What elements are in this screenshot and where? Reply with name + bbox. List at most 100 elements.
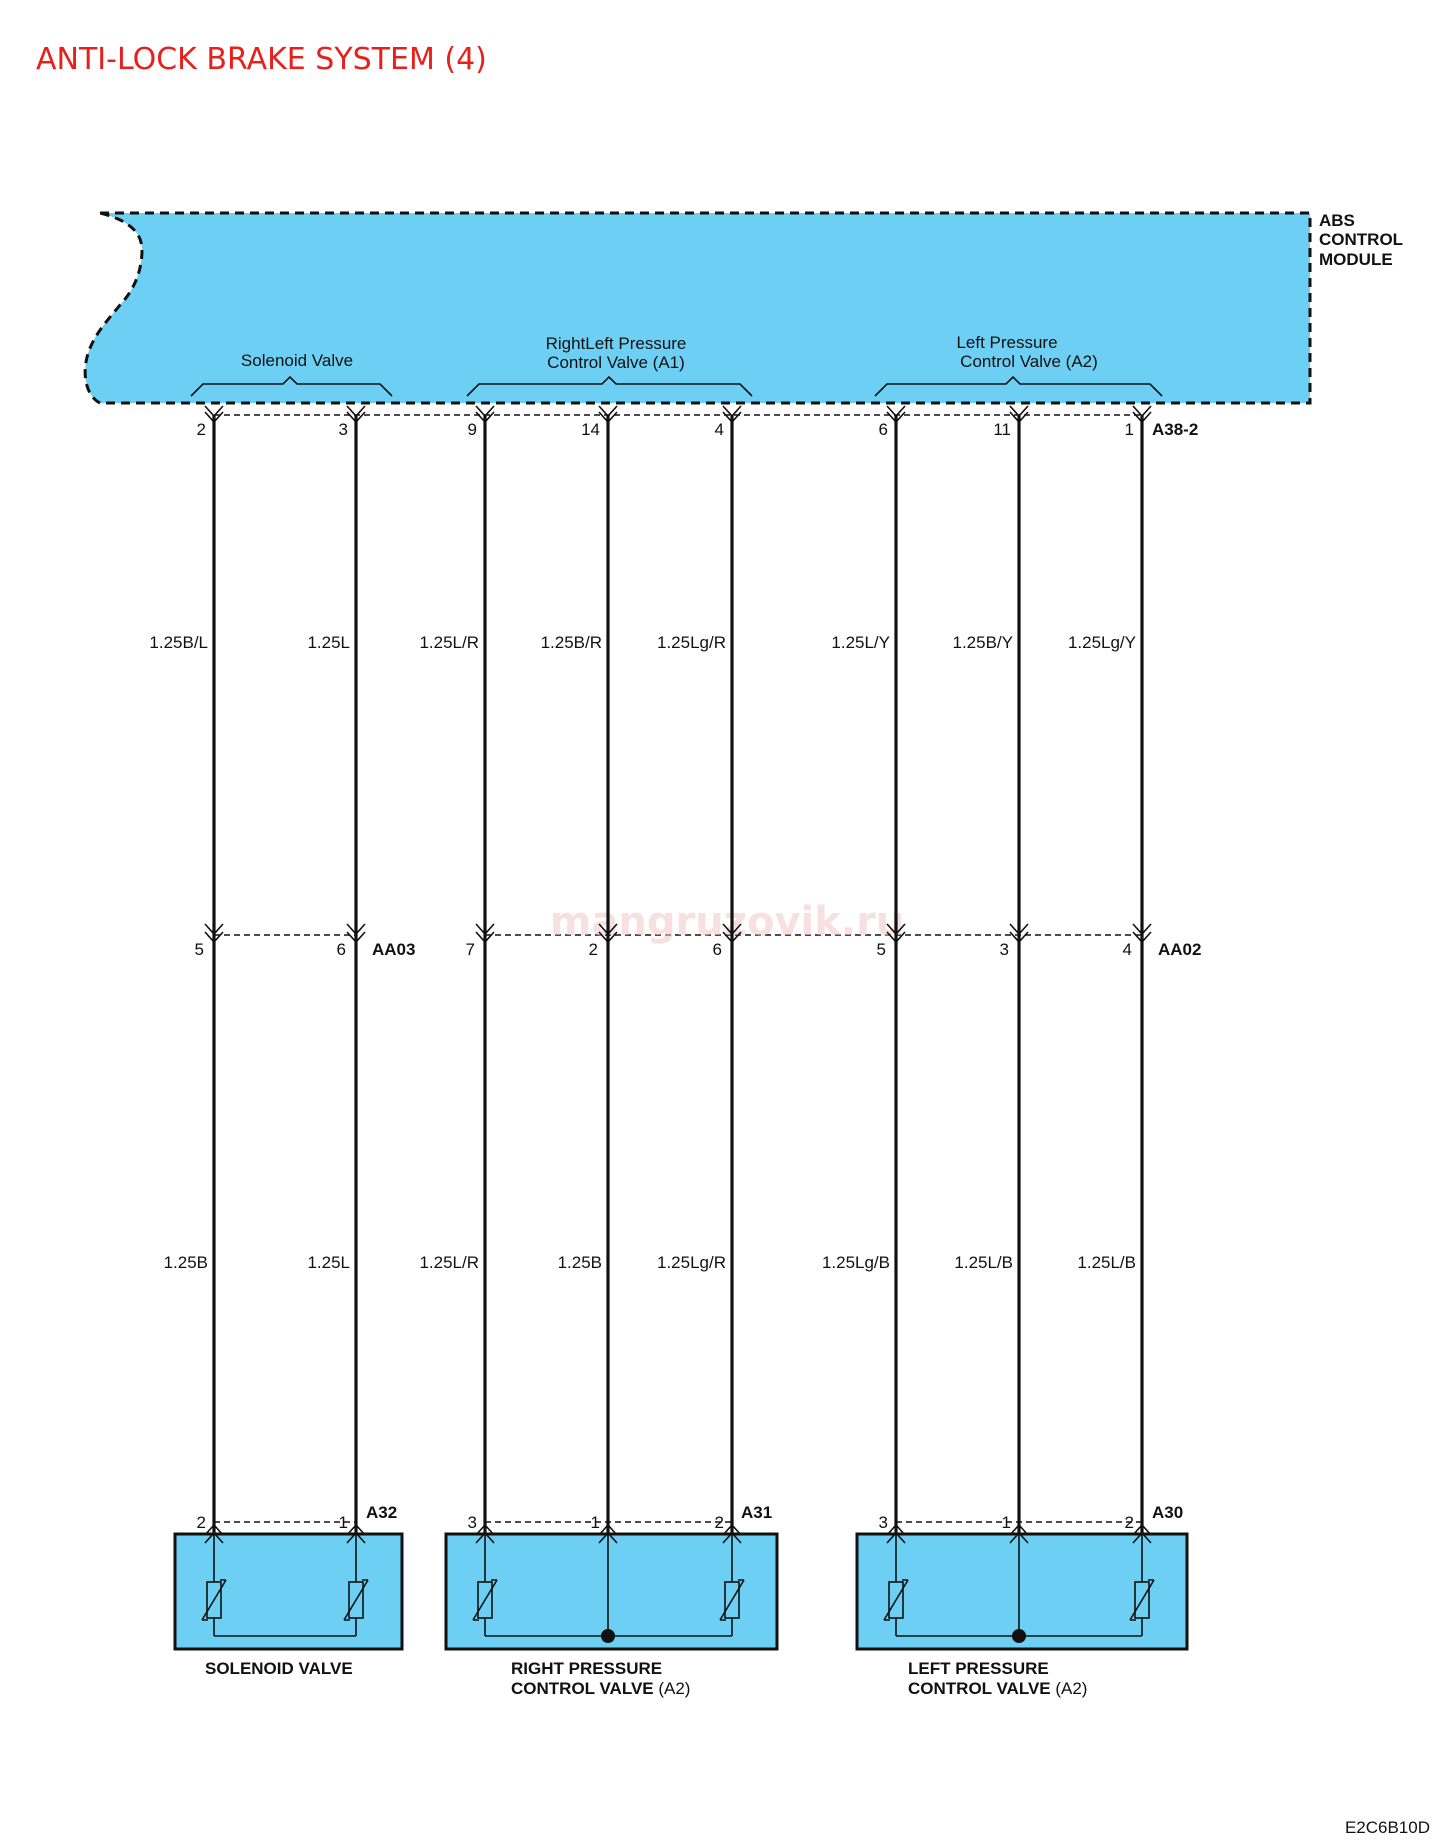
lower-wire-color: 1.25L	[307, 1253, 350, 1272]
solenoid-valve-box	[173, 1532, 404, 1651]
top-connector-terminal	[722, 405, 742, 424]
wire-5: 4 1.25Lg/R 6 1.25Lg/R 2	[657, 405, 742, 1544]
left-valve-junction	[1012, 1629, 1026, 1643]
bottom-connector-terminal	[346, 1523, 366, 1544]
inline-connector-terminal	[886, 923, 906, 944]
bottom-connector-terminal	[886, 1523, 906, 1544]
left-pressure-label-2: CONTROL VALVE (A2)	[908, 1679, 1087, 1698]
lower-wire-color: 1.25L/R	[419, 1253, 479, 1272]
upper-wire-color: 1.25B/R	[541, 633, 602, 652]
upper-wire-color: 1.25L	[307, 633, 350, 652]
inline-connector-terminal	[475, 923, 495, 944]
mid-pin-number: 6	[713, 940, 722, 959]
abs-module-label-1: ABS	[1319, 211, 1355, 230]
bottom-connector-terminal	[204, 1523, 224, 1544]
right-valve-junction	[601, 1629, 615, 1643]
right-pressure-label-2: CONTROL VALVE (A2)	[511, 1679, 690, 1698]
brace-right	[466, 375, 753, 397]
bottom-pin-number: 1	[339, 1513, 348, 1532]
lower-wire-color: 1.25L/B	[954, 1253, 1013, 1272]
component-internals	[201, 1534, 1155, 1643]
bottom-connector-terminal	[598, 1523, 618, 1544]
lower-wire-color: 1.25B	[558, 1253, 602, 1272]
watermark: mangruzovik.ru	[550, 899, 905, 945]
figure-code: E2C6B10D	[1345, 1818, 1430, 1837]
brace-left	[874, 375, 1163, 397]
bottom-pin-number: 3	[879, 1513, 888, 1532]
connector-a38-2: A38-2	[1152, 420, 1198, 439]
connector-a31: A31	[741, 1503, 772, 1522]
top-pin-number: 4	[715, 420, 724, 439]
lower-wire-color: 1.25Lg/R	[657, 1253, 726, 1272]
brace-solenoid	[190, 375, 393, 397]
left-valve-coil-2	[1129, 1534, 1155, 1636]
top-connector-terminal	[204, 405, 224, 424]
wire-7: 111.25B/Y31.25L/B1	[953, 405, 1029, 1544]
page-title: ANTI-LOCK BRAKE SYSTEM (4)	[36, 42, 487, 77]
right-valve-coil-2	[719, 1534, 745, 1636]
connector-a32: A32	[366, 1503, 397, 1522]
wires-layer: 2 1.25B/L 5 1.25B 2 3 1.25L 6 1.25L 1 9 1.25L/R 7 1.2…	[149, 405, 1152, 1544]
upper-wire-color: 1.25L/Y	[831, 633, 890, 652]
inline-connector-terminal	[1132, 923, 1152, 944]
upper-wire-color: 1.25Lg/Y	[1068, 633, 1136, 652]
right-pressure-label-2-suffix: (A2)	[654, 1679, 691, 1698]
wire-4: 14 1.25B/R 2 1.25B 1	[541, 405, 618, 1544]
bottom-pin-number: 1	[591, 1513, 600, 1532]
top-pin-number: 14	[581, 420, 600, 439]
inline-connector-terminal	[1009, 923, 1029, 944]
group-label-right-1: RightLeft Pressure	[546, 334, 687, 353]
wire-6: 61.25L/Y51.25Lg/B3	[822, 405, 906, 1544]
upper-wire-color: 1.25B/L	[149, 633, 208, 652]
bottom-connector-terminal	[475, 1523, 495, 1544]
top-connector-terminal	[1009, 405, 1029, 424]
bottom-connector-terminal	[1009, 1523, 1029, 1544]
top-pin-number: 11	[993, 420, 1011, 439]
mid-pin-number: 5	[195, 940, 204, 959]
connector-aa03: AA03	[372, 940, 415, 959]
inline-connector-terminal	[722, 923, 742, 944]
bottom-pin-number: 2	[1125, 1513, 1134, 1532]
inline-connector-terminal	[346, 923, 366, 944]
mid-pin-number: 4	[1123, 940, 1132, 959]
solenoid-valve-label: SOLENOID VALVE	[205, 1659, 353, 1678]
left-pressure-label-1: LEFT PRESSURE	[908, 1659, 1049, 1678]
top-pin-number: 6	[879, 420, 888, 439]
top-pin-number: 2	[197, 420, 206, 439]
top-connector-terminal	[475, 405, 495, 424]
right-valve-coil-1	[472, 1534, 498, 1636]
upper-wire-color: 1.25B/Y	[953, 633, 1014, 652]
bottom-pin-number: 2	[197, 1513, 206, 1532]
top-pin-number: 1	[1125, 420, 1134, 439]
group-label-solenoid: Solenoid Valve	[241, 351, 353, 370]
upper-wire-color: 1.25Lg/R	[657, 633, 726, 652]
top-pin-number: 9	[468, 420, 477, 439]
bottom-pin-number: 3	[468, 1513, 477, 1532]
wire-8: 11.25Lg/Y41.25L/B2	[1068, 405, 1152, 1544]
abs-module-label-2: CONTROL	[1319, 230, 1403, 249]
left-pressure-label-2-bold: CONTROL VALVE	[908, 1679, 1051, 1698]
mid-pin-number: 7	[466, 940, 475, 959]
bottom-connector-terminal	[1132, 1523, 1152, 1544]
top-connector-terminal	[886, 405, 906, 424]
group-label-left-1: Left Pressure	[956, 333, 1057, 352]
bottom-pin-number: 2	[715, 1513, 724, 1532]
left-pressure-label-2-suffix: (A2)	[1051, 1679, 1088, 1698]
mid-pin-number: 2	[589, 940, 598, 959]
group-label-right-2: Control Valve (A1)	[547, 353, 685, 372]
connector-aa02: AA02	[1158, 940, 1201, 959]
top-pin-number: 3	[339, 420, 348, 439]
right-pressure-valve-box	[444, 1532, 779, 1651]
group-label-left-2: Control Valve (A2)	[960, 352, 1098, 371]
top-connector-terminal	[598, 405, 618, 424]
right-pressure-label-2-bold: CONTROL VALVE	[511, 1679, 654, 1698]
abs-control-module	[83, 211, 1312, 405]
left-valve-coil-1	[883, 1534, 909, 1636]
abs-module-label-3: MODULE	[1319, 250, 1393, 269]
top-connector-terminal	[1132, 405, 1152, 424]
wire-3: 9 1.25L/R 7 1.25L/R 3	[419, 405, 495, 1544]
upper-wire-color: 1.25L/R	[419, 633, 479, 652]
